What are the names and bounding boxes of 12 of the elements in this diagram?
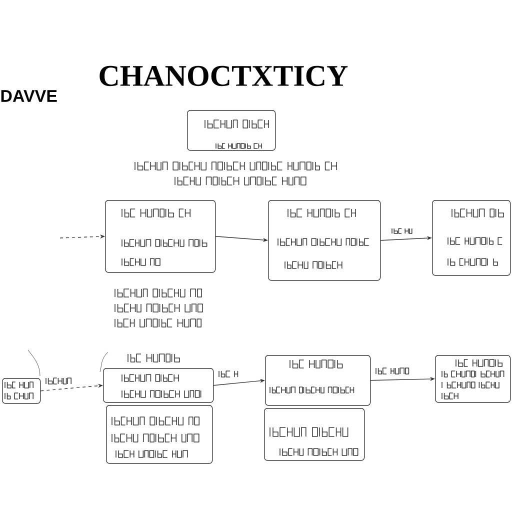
title: CHANOCTXTICY	[100, 66, 348, 86]
process-box	[264, 408, 365, 461]
process-box	[187, 110, 276, 151]
process-box	[106, 405, 213, 464]
process-box	[432, 200, 511, 276]
process-box	[2, 378, 41, 404]
heading-text: DAVVE	[1, 90, 57, 102]
process-box	[105, 200, 216, 273]
process-box	[103, 368, 214, 403]
process-box	[265, 355, 371, 406]
process-box	[435, 355, 511, 403]
process-box	[268, 200, 381, 281]
